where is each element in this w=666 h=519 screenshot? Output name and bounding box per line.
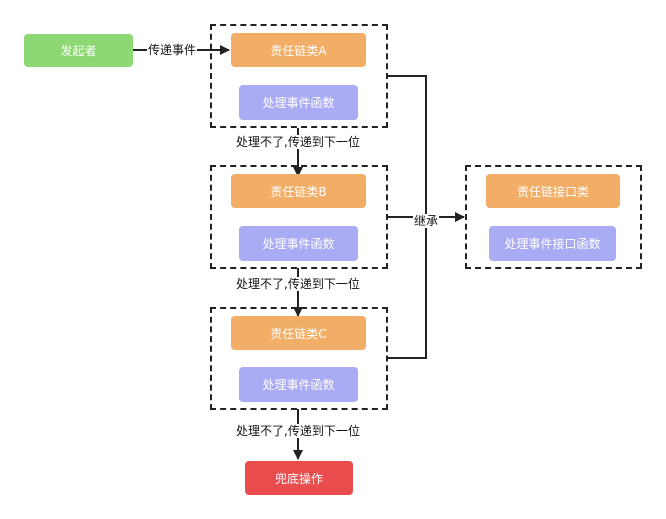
handler-b-method: 处理事件函数 (239, 226, 358, 261)
interface-method: 处理事件接口函数 (489, 226, 616, 261)
handler-a-method: 处理事件函数 (239, 85, 358, 120)
pass-on-label-1: 处理不了,传递到下一位 (234, 135, 362, 149)
handler-a-class: 责任链类A (231, 33, 366, 67)
handler-a-group (210, 24, 388, 128)
handler-c-class: 责任链类C (231, 316, 366, 350)
pass-on-label-3: 处理不了,传递到下一位 (234, 424, 362, 438)
sender-node: 发起者 (24, 34, 133, 67)
send-event-label: 传递事件 (147, 43, 198, 57)
handler-b-group (210, 165, 388, 269)
terminal-node: 兜底操作 (245, 461, 353, 495)
handler-c-group (210, 307, 388, 410)
interface-group (465, 165, 642, 269)
interface-class: 责任链接口类 (486, 174, 620, 208)
handler-c-method: 处理事件函数 (239, 367, 358, 402)
inherit-label: 继承 (413, 214, 440, 228)
pass-on-label-2: 处理不了,传递到下一位 (234, 277, 362, 291)
handler-b-class: 责任链类B (231, 174, 366, 208)
